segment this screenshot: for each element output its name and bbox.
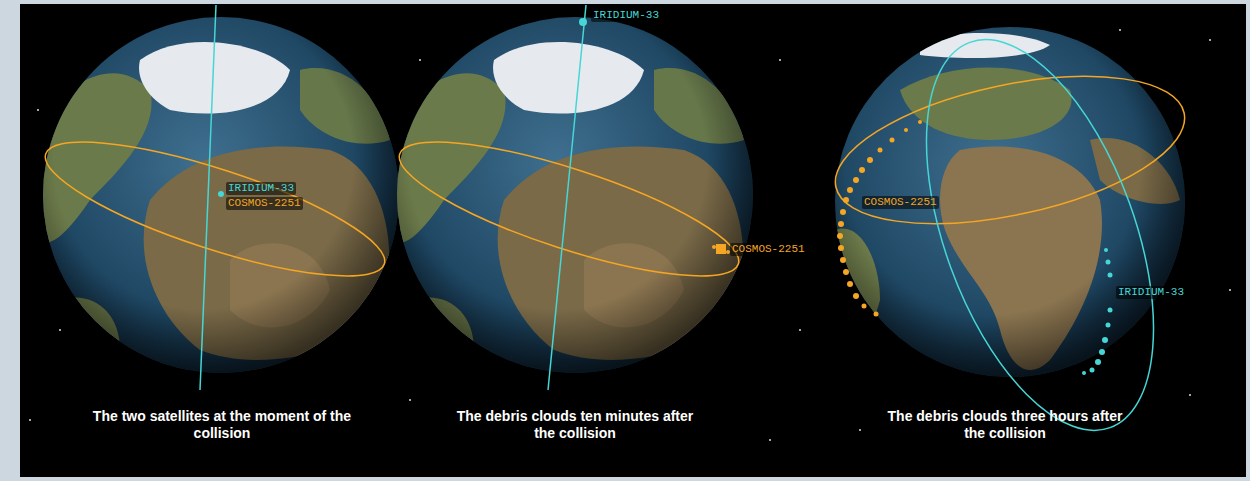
satellite-label: COSMOS-2251 bbox=[226, 197, 303, 210]
orbit bbox=[387, 116, 750, 302]
satellite-label: IRIDIUM-33 bbox=[226, 182, 296, 195]
debris-cloud bbox=[837, 120, 922, 317]
orbit bbox=[200, 5, 216, 390]
earth-globe bbox=[33, 5, 399, 390]
satellite-label: IRIDIUM-33 bbox=[591, 9, 661, 22]
panel-caption: The debris clouds three hours after the … bbox=[885, 408, 1125, 442]
earth-globe bbox=[822, 10, 1199, 460]
orbit bbox=[33, 116, 396, 302]
panel-caption: The two satellites at the moment of the … bbox=[91, 408, 353, 442]
debris-cloud bbox=[712, 244, 730, 254]
earth-globe bbox=[387, 5, 753, 390]
orbit bbox=[881, 10, 1200, 460]
orbit bbox=[822, 49, 1197, 250]
satellite-label: IRIDIUM-33 bbox=[1116, 286, 1186, 299]
satellite-label: COSMOS-2251 bbox=[730, 243, 807, 256]
orbit bbox=[548, 5, 586, 390]
satellite-label: COSMOS-2251 bbox=[862, 196, 939, 209]
panel-caption: The debris clouds ten minutes after the … bbox=[455, 408, 695, 442]
debris-cloud bbox=[1082, 248, 1113, 375]
